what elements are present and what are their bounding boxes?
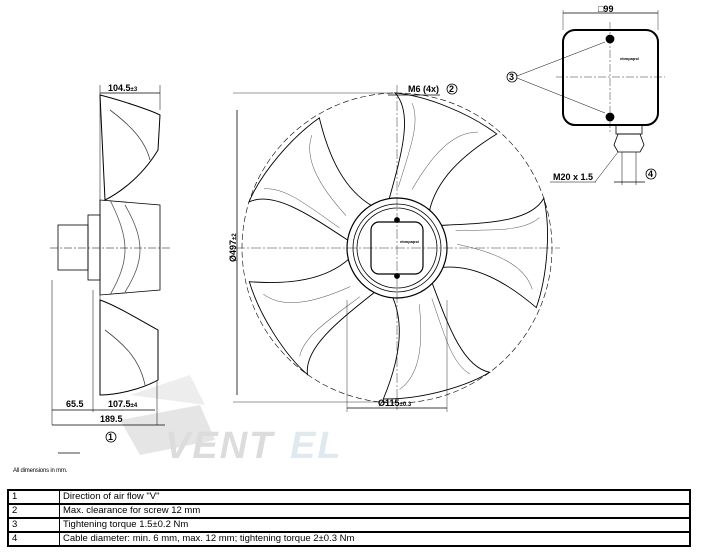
- fan-blade: [388, 92, 498, 213]
- fan-blade-detail: [399, 298, 471, 390]
- fan-blade-detail: [263, 286, 361, 357]
- fan-blade: [438, 197, 548, 309]
- front-view: [233, 83, 560, 412]
- callout-2: 2: [449, 84, 454, 94]
- dim-side-width: 104.5±3: [108, 83, 138, 93]
- box-brand-label: ebmpapst: [620, 56, 640, 61]
- fan-blade-detail: [455, 217, 540, 290]
- svg-text:VENT: VENT: [165, 425, 275, 467]
- dimensions-note: All dimensions in mm.: [13, 468, 68, 474]
- fan-blade-detail: [263, 134, 347, 228]
- svg-text:EL: EL: [290, 425, 343, 467]
- callout-3: 3: [509, 72, 514, 82]
- watermark: VENT EL: [120, 375, 343, 467]
- dim-hub: Ø115±0.3: [378, 398, 412, 408]
- callout-4: 4: [648, 169, 653, 179]
- fan-technical-drawing: VENT EL 104.5±3 65.5 107.5±4 189.5 1: [50, 4, 665, 467]
- dim-107-5: 107.5±4: [108, 399, 138, 409]
- fan-blade-detail: [398, 103, 479, 190]
- callout-1: 1: [108, 432, 113, 442]
- hub-brand-label: ebmpapst: [400, 239, 420, 244]
- dim-diameter: Ø497±2: [228, 233, 238, 262]
- dim-box: □99: [598, 4, 613, 14]
- fan-blade: [382, 280, 491, 400]
- dim-screw: M6 (4x): [408, 84, 439, 94]
- dim-gland: M20 x 1.5: [553, 172, 593, 182]
- dim-65-5: 65.5: [66, 399, 84, 409]
- terminal-box-view: [506, 10, 665, 185]
- fan-blade: [248, 257, 377, 376]
- side-view: [50, 85, 170, 454]
- dim-total: 189.5: [100, 414, 123, 424]
